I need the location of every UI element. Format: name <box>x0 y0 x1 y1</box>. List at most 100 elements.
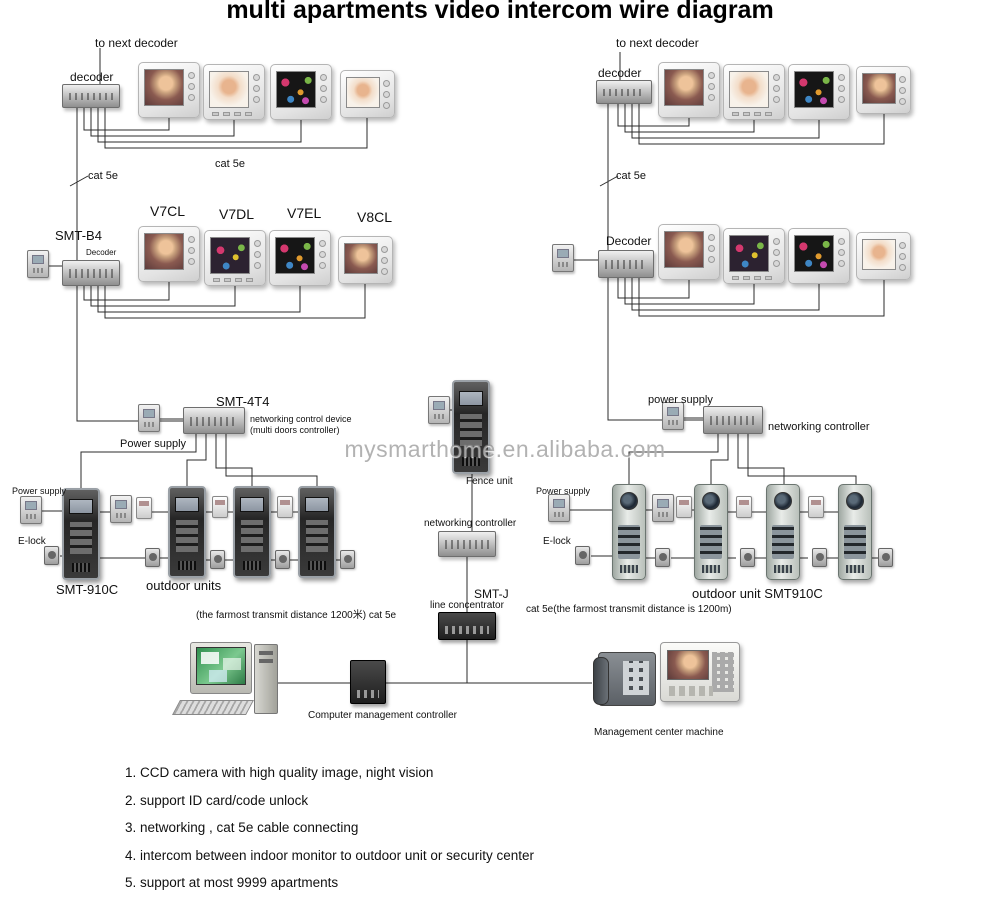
unit-speaker <box>846 565 864 573</box>
unit-keypad <box>772 525 794 559</box>
outdoor-unit-camera <box>612 484 646 580</box>
console-screen <box>667 650 709 680</box>
monitor-buttons <box>383 80 390 109</box>
management-telephone <box>593 652 656 706</box>
monitor-buttons <box>708 72 715 101</box>
indoor-monitor <box>788 64 850 120</box>
monitor-keys <box>212 112 252 116</box>
card-reader-icon <box>808 496 824 518</box>
monitor-buttons <box>319 240 326 269</box>
indoor-monitor <box>338 236 393 284</box>
fence-unit-label: Fence unit <box>466 476 513 487</box>
console-buttons <box>669 686 713 696</box>
e-lock-icon <box>812 548 827 567</box>
unit-display <box>69 499 93 514</box>
right-cat5e-trunk-label: cat 5e <box>616 170 646 182</box>
unit-display <box>459 391 483 406</box>
smt-910c-label: SMT-910C <box>56 582 119 597</box>
model-label-v7el: V7EL <box>287 205 322 221</box>
unit-keypad <box>700 525 722 559</box>
right-decoder2-box <box>598 250 654 278</box>
computer-screen <box>196 647 246 685</box>
monitor-screen <box>729 235 769 272</box>
unit-speaker <box>72 563 90 572</box>
indoor-monitor <box>203 64 265 120</box>
note-line: 4. intercom between indoor monitor to ou… <box>125 847 534 863</box>
indoor-monitor <box>138 62 200 118</box>
line-concentrator-label: line concentrator <box>430 600 504 611</box>
monitor-screen <box>275 237 315 274</box>
outdoor-unit-camera <box>694 484 728 580</box>
model-label-v7dl: V7DL <box>219 206 255 222</box>
monitor-screen <box>664 69 704 106</box>
computer-keyboard <box>172 700 254 715</box>
monitor-buttons <box>708 234 715 263</box>
indoor-monitor <box>788 228 850 284</box>
indoor-monitor <box>856 232 911 280</box>
power-supply-icon <box>652 494 674 522</box>
power-supply-icon <box>552 244 574 272</box>
card-reader-icon <box>212 496 228 518</box>
monitor-screen <box>276 71 316 108</box>
monitor-buttons <box>320 74 327 103</box>
outdoor-unit <box>298 486 336 578</box>
left-decoder-label: decoder <box>70 70 114 84</box>
monitor-buttons <box>773 238 780 267</box>
power-supply-icon <box>138 404 160 432</box>
monitor-buttons <box>838 74 845 103</box>
unit-display <box>305 497 329 512</box>
right-elock-label: E-lock <box>543 536 571 547</box>
unit-speaker <box>620 565 638 573</box>
monitor-buttons <box>899 242 906 271</box>
unit-keypad <box>844 525 866 559</box>
e-lock-icon <box>275 550 290 569</box>
unit-keypad <box>306 520 328 552</box>
monitor-keys <box>732 112 772 116</box>
right-outdoor-unit-label: outdoor unit SMT910C <box>692 586 823 601</box>
unit-speaker <box>774 565 792 573</box>
middle-networking-controller-label: networking controller <box>424 518 517 529</box>
card-reader-icon <box>136 497 152 519</box>
note-line: 3. networking , cat 5e cable connecting <box>125 820 359 835</box>
management-center-label: Management center machine <box>594 727 724 738</box>
computer-management-controller-label: Computer management controller <box>308 710 457 721</box>
indoor-monitor <box>204 230 266 286</box>
power-supply-icon <box>548 494 570 522</box>
right-to-next-decoder-label: to next decoder <box>616 36 699 50</box>
right-decoder-label: decoder <box>598 66 642 80</box>
monitor-buttons <box>773 74 780 103</box>
outdoor-unit <box>168 486 206 578</box>
unit-camera <box>846 492 864 510</box>
indoor-monitor <box>658 224 720 280</box>
unit-display <box>175 497 199 512</box>
unit-speaker <box>308 561 326 570</box>
monitor-keys <box>732 276 772 280</box>
unit-speaker <box>702 565 720 573</box>
smt-j-label: SMT-J <box>474 587 509 601</box>
indoor-monitor <box>340 70 395 118</box>
monitor-screen <box>794 235 834 272</box>
power-supply-icon <box>20 496 42 524</box>
left-to-next-decoder-label: to next decoder <box>95 36 178 50</box>
e-lock-icon <box>878 548 893 567</box>
unit-speaker <box>178 561 196 570</box>
monitor-screen <box>210 237 250 274</box>
watermark: mysmarthome.en.alibaba.com <box>344 436 666 462</box>
smt-b4-decoder-sub-label: Decoder <box>86 248 117 257</box>
left-distance-note: (the farmost transmit distance 1200米) ca… <box>196 610 397 621</box>
unit-camera <box>702 492 720 510</box>
outdoor-unit-camera <box>766 484 800 580</box>
note-line: 5. support at most 9999 apartments <box>125 875 339 890</box>
model-label-v7cl: V7CL <box>150 203 186 219</box>
smt-b4-decoder-box <box>62 260 120 286</box>
monitor-screen <box>794 71 834 108</box>
monitor-buttons <box>253 74 260 103</box>
computer-monitor <box>190 642 252 694</box>
monitor-buttons <box>188 236 195 265</box>
right-networking-controller-box <box>703 406 763 434</box>
left-power-supply-label: Power supply <box>120 438 187 450</box>
monitor-buttons <box>381 246 388 275</box>
left-cat5e-trunk-label: cat 5e <box>88 170 118 182</box>
smt-b4-label: SMT-B4 <box>55 228 102 243</box>
